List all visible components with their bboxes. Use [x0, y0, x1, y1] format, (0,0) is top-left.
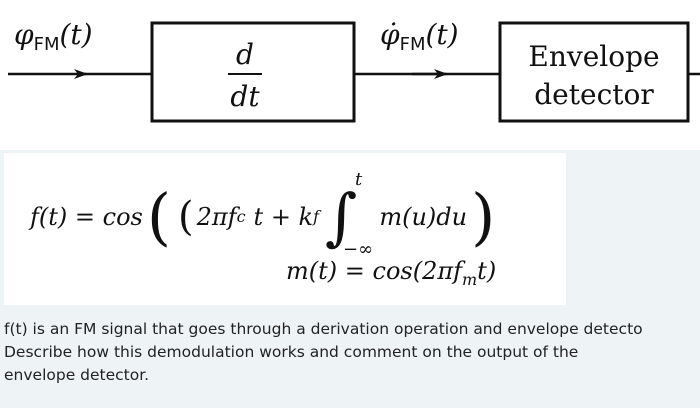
block-diagram-svg: d dt Envelope detector φFM(t) φ̇FM(t) — [8, 18, 700, 123]
derivative-numerator: d — [236, 38, 254, 71]
eq1-arg-rest: t + k — [253, 202, 314, 231]
eq1-open-paren-inner: ( — [178, 193, 194, 240]
eq1-close-paren: ) — [471, 180, 496, 254]
eq1-open-paren: ( — [146, 180, 172, 254]
message-signal-equation: m(t) = cos(2πfmt) — [286, 259, 496, 288]
question-text: f(t) is an FM signal that goes through a… — [4, 318, 700, 387]
eq2-main: m(t) = cos(2πf — [286, 257, 462, 285]
question-line-2: Describe how this demodulation works and… — [4, 343, 579, 361]
integral: ∫ t −∞ — [325, 171, 373, 259]
eq1-lhs: f(t) = cos — [30, 202, 143, 231]
eq2-sub: m — [462, 269, 478, 289]
input-signal-label: φFM(t) — [14, 18, 93, 55]
eq1-k-sub: f — [313, 206, 320, 226]
derivative-denominator: dt — [230, 80, 260, 113]
question-line-1: f(t) is an FM signal that goes through a… — [4, 320, 643, 338]
integral-sign: ∫ — [325, 180, 358, 253]
question-line-3: envelope detector. — [4, 366, 150, 384]
eq1-integrand: m(u)du — [379, 202, 468, 231]
block-diagram: d dt Envelope detector φFM(t) φ̇FM(t) — [0, 0, 700, 150]
envelope-detector-line2: detector — [534, 78, 654, 111]
derivative-output-label: φ̇FM(t) — [380, 18, 459, 55]
envelope-detector-line1: Envelope — [528, 40, 659, 73]
envelope-detector-block — [498, 21, 690, 123]
eq2-rest: t) — [477, 257, 497, 285]
eq1-arg-sub: c — [236, 206, 246, 226]
eq1-arg: 2πf — [196, 202, 237, 231]
derivative-block — [150, 21, 356, 123]
integral-lower-limit: −∞ — [343, 239, 374, 260]
integral-upper-limit: t — [355, 169, 363, 190]
